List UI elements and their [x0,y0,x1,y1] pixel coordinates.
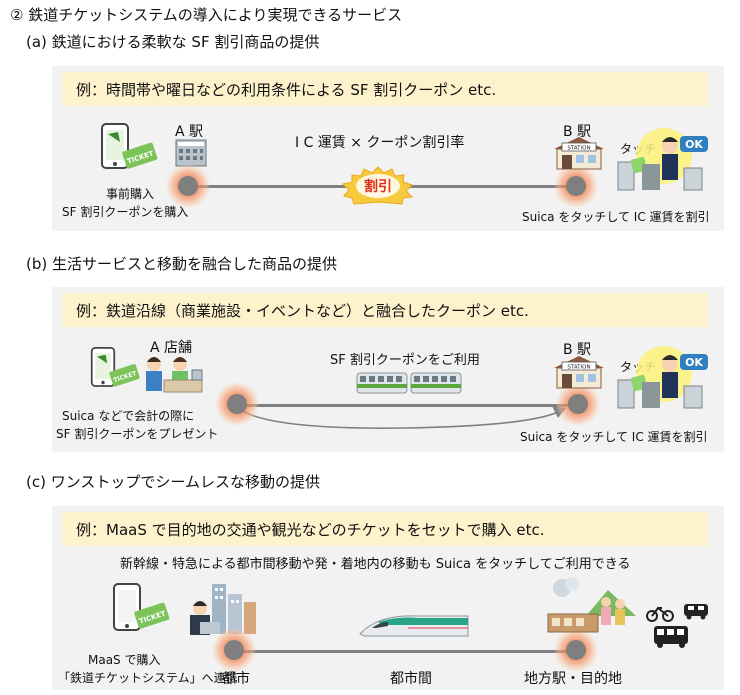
middle-label: SF 割引クーポンをご利用 [330,353,480,368]
ticket-gate-person-icon: OK [617,128,708,191]
route-node-end [566,640,586,660]
shop-counter-icon [146,357,203,393]
node-intercity-label: 都市間 [390,671,432,687]
left-caption-2: SF 割引クーポンをプレゼント [56,427,219,441]
route-line [238,404,578,407]
discount-badge-icon: 割引 [342,166,414,205]
shinkansen-icon [359,615,469,637]
section-c-heading: (c) ワンストップでシームレスな移動の提供 [26,473,320,491]
station-a-label: A 駅 [175,124,204,140]
left-caption-2: SF 割引クーポンを購入 [62,205,189,219]
destination-sightseeing-icon [547,577,636,633]
section-a-panel: 例：時間帯や曜日などの利用条件による SF 割引クーポン etc. [52,66,724,231]
station-house-icon: STATION [554,137,604,170]
route-node-end [568,394,588,414]
section-a-example: 例：時間帯や曜日などの利用条件による SF 割引クーポン etc. [76,81,497,99]
section-c-panel: 例：MaaS で目的地の交通や観光などのチケットをセットで購入 etc. [52,506,724,690]
station-sign-text: STATION [567,146,590,152]
node-city-label: 都市 [222,671,250,687]
route-line [236,650,578,653]
station-sign-text: STATION [567,365,590,371]
section-a-heading: (a) 鉄道における柔軟な SF 割引商品の提供 [26,33,320,51]
section-c-example: 例：MaaS で目的地の交通や観光などのチケットをセットで購入 etc. [76,521,545,539]
smartphone-ticket-icon: TICKET [101,123,158,169]
left-caption-1: Suica などで会計の際に [62,409,195,423]
station-b-label: B 駅 [563,124,592,140]
smartphone-ticket-icon: TICKET [90,347,140,387]
right-caption: Suica をタッチして IC 運賃を割引 [522,210,710,224]
section-c-banner: 例：MaaS で目的地の交通や観光などのチケットをセットで購入 etc. [62,512,708,546]
commuter-train-icon [356,372,462,394]
station-building-icon [175,139,207,167]
discount-badge-text: 割引 [364,178,392,195]
right-caption: Suica をタッチして IC 運賃を割引 [520,430,708,444]
smartphone-ticket-icon: TICKET [113,583,170,631]
section-b-heading: (b) 生活サービスと移動を融合した商品の提供 [26,255,337,273]
section-a-banner: 例：時間帯や曜日などの利用条件による SF 割引クーポン etc. [62,72,708,106]
section-b-example: 例：鉄道沿線（商業施設・イベントなど）と融合したクーポン etc. [76,302,529,320]
section-c-description: 新幹線・特急による都市間移動や発・着地内の移動も Suica をタッチしてご利用… [120,557,631,572]
left-caption-1: 事前購入 [105,187,154,201]
station-b-label: B 駅 [563,342,592,358]
ticket-gate-person-icon: OK [617,346,708,409]
left-caption-2: 「鉄道チケットシステム」へ連携 [58,671,238,685]
node-local-label: 地方駅・目的地 [524,671,622,687]
main-title: ② 鉄道チケットシステムの導入により実現できるサービス [10,6,403,24]
route-node-end [566,176,586,196]
route-node-start [227,394,247,414]
station-house-icon: STATION [554,356,604,389]
local-transport-icon [646,604,708,648]
left-caption-1: MaaS で購入 [88,653,161,667]
ok-label: OK [685,356,703,369]
city-worker-icon [190,584,256,635]
formula-label: I C 運賃 × クーポン割引率 [295,135,465,151]
route-node-start [224,640,244,660]
route-node-start [178,176,198,196]
store-a-label: A 店舗 [150,340,193,356]
section-b-panel: 例：鉄道沿線（商業施設・イベントなど）と融合したクーポン etc. [52,287,724,452]
section-b-banner: 例：鉄道沿線（商業施設・イベントなど）と融合したクーポン etc. [62,293,708,327]
ok-label: OK [685,138,703,151]
